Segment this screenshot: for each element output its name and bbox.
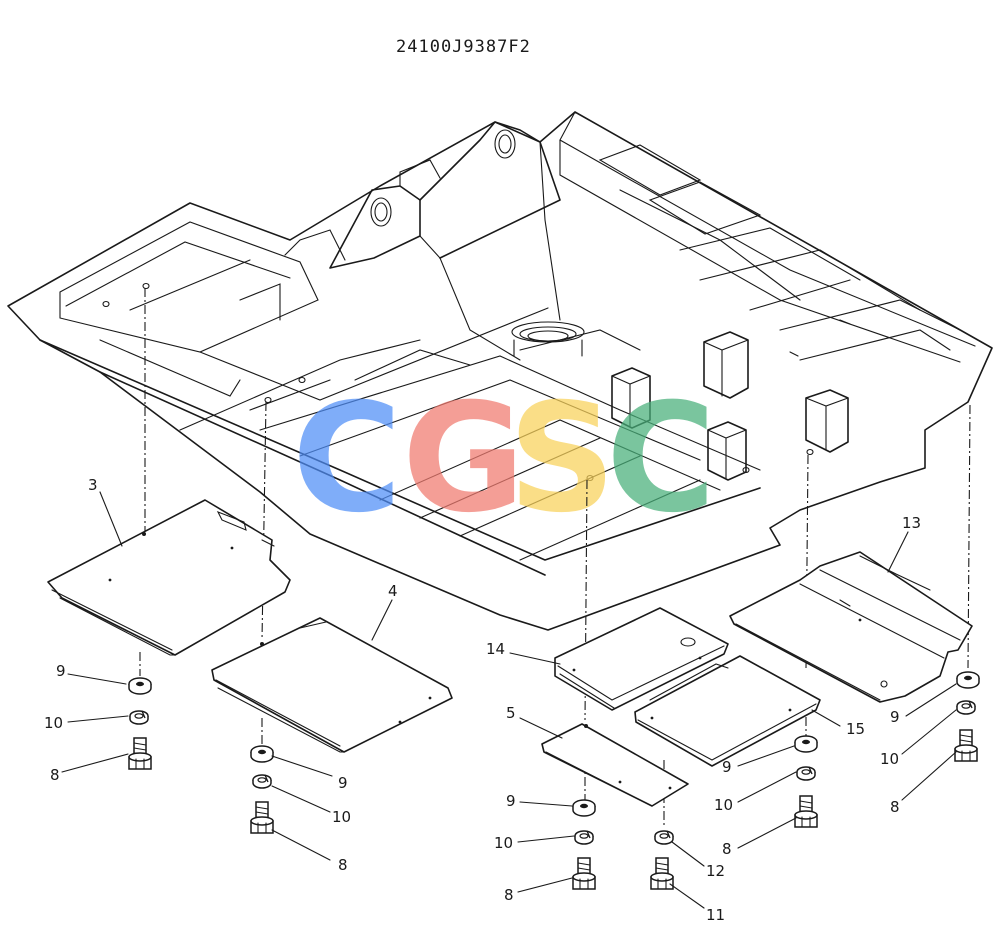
callout-9-plate5: 9 bbox=[506, 792, 516, 810]
bolt-8-left bbox=[128, 737, 152, 770]
washer-9-right bbox=[956, 671, 980, 689]
lockwasher-10-plate15 bbox=[796, 766, 816, 781]
callout-9-plate4: 9 bbox=[338, 774, 348, 792]
bolt-8-plate5 bbox=[572, 857, 596, 890]
callout-8-right: 8 bbox=[890, 798, 900, 816]
bolt-8-right bbox=[954, 729, 978, 762]
callout-15: 15 bbox=[846, 720, 865, 738]
callout-8-left: 8 bbox=[50, 766, 60, 784]
washer-12 bbox=[654, 830, 674, 845]
lockwasher-10-plate4 bbox=[252, 774, 272, 789]
cover-plate-13[interactable] bbox=[729, 551, 973, 703]
callout-3: 3 bbox=[88, 476, 98, 494]
callout-9-right: 9 bbox=[890, 708, 900, 726]
lockwasher-10-left bbox=[129, 710, 149, 725]
washer-9-plate15 bbox=[794, 735, 818, 753]
callout-9-plate15: 9 bbox=[722, 758, 732, 776]
watermark-letter-s: S bbox=[508, 372, 616, 546]
washer-9-plate5 bbox=[572, 799, 596, 817]
upper-frame bbox=[7, 111, 993, 631]
callout-5: 5 bbox=[506, 704, 516, 722]
watermark-letter-g: G bbox=[402, 372, 525, 546]
cover-plate-15[interactable] bbox=[634, 655, 821, 767]
watermark: C G S C bbox=[292, 372, 716, 546]
drawing-code: 24100J9387F2 bbox=[396, 37, 531, 57]
callout-8-plate15: 8 bbox=[722, 840, 732, 858]
callout-10-plate15: 10 bbox=[714, 796, 733, 814]
cover-plate-4[interactable] bbox=[211, 617, 453, 753]
bolt-8-plate15 bbox=[794, 795, 818, 828]
cover-plate-3[interactable] bbox=[47, 499, 291, 656]
callout-13: 13 bbox=[902, 514, 921, 532]
callout-12: 12 bbox=[706, 862, 725, 880]
callout-10-plate5: 10 bbox=[494, 834, 513, 852]
callout-9-left: 9 bbox=[56, 662, 66, 680]
callout-10-left: 10 bbox=[44, 714, 63, 732]
callout-4: 4 bbox=[388, 582, 398, 600]
leader-lines bbox=[61, 491, 957, 909]
lockwasher-10-right bbox=[956, 700, 976, 715]
callout-11: 11 bbox=[706, 906, 725, 924]
callout-14: 14 bbox=[486, 640, 505, 658]
callout-8-plate5: 8 bbox=[504, 886, 514, 904]
bolt-8-plate4 bbox=[250, 801, 274, 834]
cover-plate-5[interactable] bbox=[541, 723, 689, 807]
callout-10-right: 10 bbox=[880, 750, 899, 768]
watermark-letter-c2: C bbox=[606, 372, 716, 546]
callout-10-plate4: 10 bbox=[332, 808, 351, 826]
watermark-letter-c1: C bbox=[292, 372, 402, 546]
cover-plate-14[interactable] bbox=[554, 607, 729, 711]
washer-9-plate4 bbox=[250, 745, 274, 763]
callout-8-plate4: 8 bbox=[338, 856, 348, 874]
lockwasher-10-plate5 bbox=[574, 830, 594, 845]
washer-9-left bbox=[128, 677, 152, 695]
callouts: 3 4 5 13 14 15 9 10 8 9 10 8 9 10 8 12 1… bbox=[44, 476, 921, 924]
